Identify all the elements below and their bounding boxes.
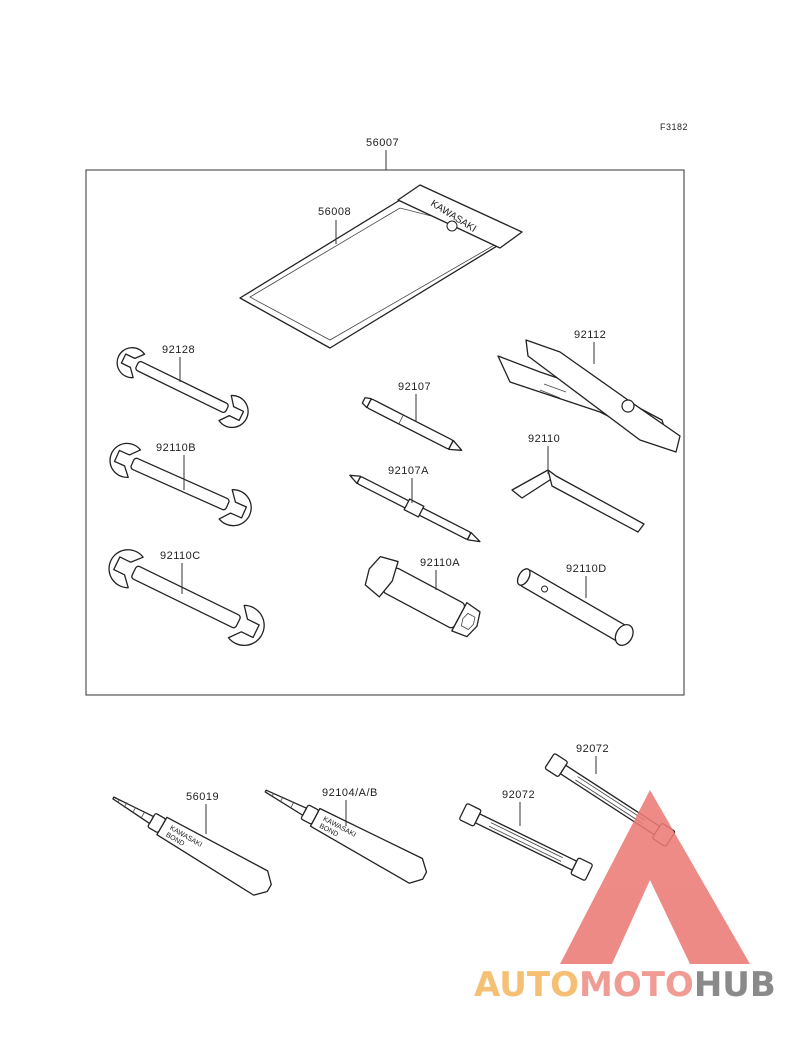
tool-kit-frame (85, 169, 685, 696)
label-56007: 56007 (366, 137, 399, 149)
watermark-triangle (560, 790, 750, 964)
bond-tube-56019: KAWASAKI BOND (112, 796, 272, 896)
wrench-92110b (109, 442, 252, 527)
label-92110: 92110 (528, 433, 560, 445)
label-92110a: 92110A (420, 557, 460, 569)
svg-text:AUTOMOTOHUB: AUTOMOTOHUB (474, 965, 776, 1005)
label-56019: 56019 (186, 791, 219, 803)
watermark-logo: AUTOMOTOHUB (474, 790, 776, 1005)
watermark-auto: AUTO (474, 965, 579, 1005)
pliers-92112 (497, 339, 681, 453)
label-92072-upper: 92072 (576, 743, 609, 755)
label-92107: 92107 (398, 381, 431, 393)
watermark-hub: HUB (694, 965, 776, 1005)
label-92110b: 92110B (156, 442, 196, 454)
watermark-moto: MOTO (579, 965, 694, 1005)
tube-wrench-92110d (516, 568, 634, 646)
label-92128: 92128 (162, 344, 195, 356)
label-92104: 92104/A/B (322, 787, 378, 799)
label-92072-lower: 92072 (502, 789, 535, 801)
figure-reference: F3182 (660, 122, 688, 132)
label-56008: 56008 (318, 206, 351, 218)
tool-pouch-56008: KAWASAKI (239, 184, 523, 349)
label-92110c: 92110C (160, 550, 201, 562)
bond-tube-92104: KAWASAKI BOND (264, 789, 428, 884)
screwdriver-bit-92107 (361, 397, 463, 451)
label-92112: 92112 (574, 329, 606, 341)
label-92110d: 92110D (566, 563, 607, 575)
label-92107a: 92107A (388, 465, 429, 477)
wrench-92128 (116, 347, 249, 429)
strap-92072-lower (459, 803, 593, 881)
screwdriver-bit-92107a (349, 474, 481, 543)
wrench-92110c (108, 549, 265, 647)
socket-92110a (364, 555, 481, 638)
watermark-triangle-inner (630, 918, 672, 964)
hex-key-92110 (511, 469, 645, 533)
